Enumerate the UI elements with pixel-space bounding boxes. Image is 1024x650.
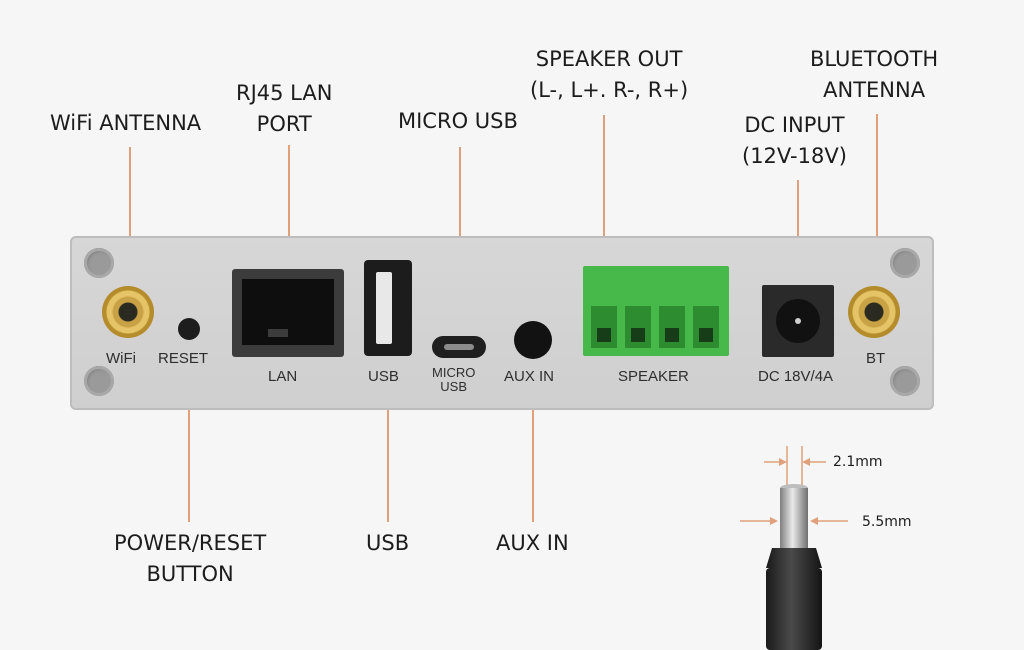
dimension-outer-diameter: 5.5mm bbox=[862, 514, 912, 530]
callout-aux-in: AUX IN bbox=[496, 531, 569, 555]
callout-wifi-antenna: WiFi ANTENNA bbox=[50, 111, 202, 135]
callout-speaker-out-line2: (L-, L+. R-, R+) bbox=[530, 78, 689, 102]
dc-plug-illustration bbox=[740, 446, 848, 650]
usb-port-tongue bbox=[376, 272, 392, 344]
callout-power-reset-line2: BUTTON bbox=[146, 562, 234, 586]
callout-speaker-out-line1: SPEAKER OUT bbox=[535, 47, 683, 71]
leader-line-aux bbox=[532, 340, 534, 522]
panel-label-speaker: SPEAKER bbox=[618, 368, 689, 385]
panel-label-dc: DC 18V/4A bbox=[758, 368, 834, 385]
micro-usb-tongue bbox=[444, 344, 474, 350]
screw-icon bbox=[84, 366, 114, 396]
panel-label-micro-usb: MICRO USB bbox=[432, 366, 475, 394]
micro-usb-port bbox=[432, 336, 486, 358]
terminal-slot bbox=[591, 306, 617, 348]
terminal-slot bbox=[659, 306, 685, 348]
rj45-lan-port bbox=[232, 269, 344, 357]
leader-line-lan bbox=[288, 145, 290, 303]
screw-icon bbox=[890, 248, 920, 278]
reset-button bbox=[178, 318, 200, 340]
panel-label-reset: RESET bbox=[158, 350, 209, 367]
dc-power-jack bbox=[762, 285, 834, 357]
screw-icon bbox=[84, 248, 114, 278]
leader-line-reset bbox=[188, 330, 190, 522]
callout-rj45-line1: RJ45 LAN bbox=[236, 81, 333, 105]
callout-rj45-line2: PORT bbox=[256, 112, 312, 136]
aux-in-jack bbox=[514, 321, 552, 359]
rj45-latch-notch bbox=[268, 329, 288, 337]
panel-label-micro-usb-line2: USB bbox=[440, 379, 468, 394]
panel-label-micro-usb-line1: MICRO bbox=[432, 365, 476, 380]
callout-power-reset-line1: POWER/RESET bbox=[114, 531, 267, 555]
wifi-antenna-connector bbox=[102, 286, 154, 338]
callout-power-reset-button: POWER/RESET BUTTON bbox=[114, 528, 266, 590]
panel-label-bt: BT bbox=[866, 350, 886, 367]
callout-speaker-out: SPEAKER OUT (L-, L+. R-, R+) bbox=[530, 44, 688, 106]
leader-line-wifi bbox=[129, 147, 131, 297]
callout-bluetooth-line1: BLUETOOTH bbox=[810, 47, 939, 71]
callout-rj45-lan-port: RJ45 LAN PORT bbox=[236, 78, 332, 140]
speaker-terminal-block bbox=[583, 266, 729, 356]
terminal-slot bbox=[693, 306, 719, 348]
rj45-socket bbox=[242, 279, 334, 345]
callout-dc-input: DC INPUT (12V-18V) bbox=[742, 110, 847, 172]
screw-icon bbox=[890, 366, 920, 396]
leader-line-bt bbox=[876, 114, 878, 312]
terminal-slot bbox=[625, 306, 651, 348]
callout-dc-input-line1: DC INPUT bbox=[744, 113, 845, 137]
panel-label-usb: USB bbox=[368, 368, 399, 385]
callout-micro-usb: MICRO USB bbox=[398, 109, 518, 133]
usb-port bbox=[364, 260, 412, 356]
dimension-inner-diameter: 2.1mm bbox=[833, 454, 883, 470]
callout-usb: USB bbox=[366, 531, 410, 555]
panel-label-lan: LAN bbox=[268, 368, 298, 385]
callout-dc-input-line2: (12V-18V) bbox=[742, 144, 847, 168]
panel-label-wifi: WiFi bbox=[106, 350, 136, 367]
callout-bluetooth-line2: ANTENNA bbox=[823, 78, 926, 102]
panel-label-aux-in: AUX IN bbox=[504, 368, 555, 385]
callout-bluetooth-antenna: BLUETOOTH ANTENNA bbox=[810, 44, 938, 106]
leader-line-usb bbox=[387, 340, 389, 522]
dc-jack-socket bbox=[776, 299, 820, 343]
bluetooth-antenna-connector bbox=[848, 286, 900, 338]
leader-line-speaker bbox=[603, 115, 605, 297]
